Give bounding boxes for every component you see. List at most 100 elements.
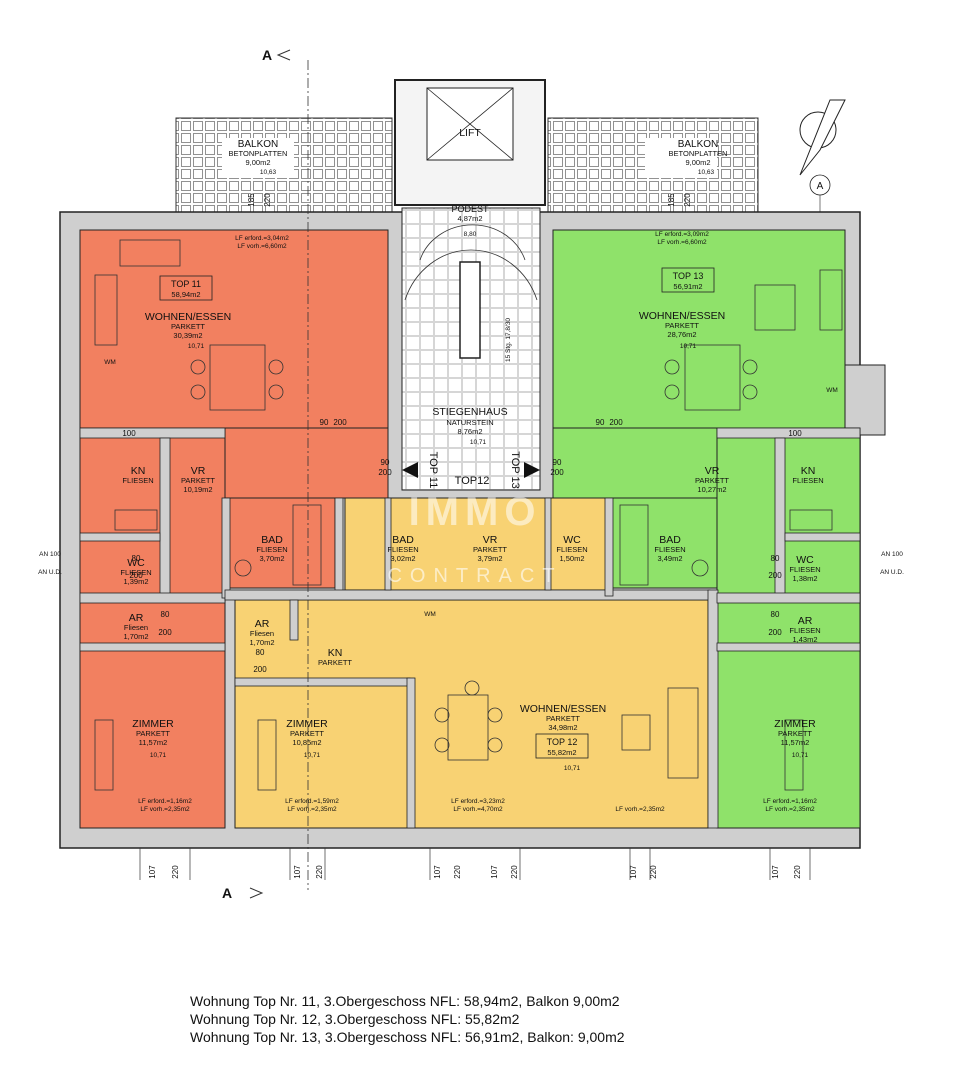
summary-line-top13: Wohnung Top Nr. 13, 3.Obergeschoss NFL: … xyxy=(190,1029,625,1045)
top11-room-area: 11,57m2 xyxy=(139,738,168,747)
dim-label: 90 xyxy=(553,458,562,467)
window-dimension-ticks xyxy=(139,848,811,880)
vent-note-right: AN 100 xyxy=(881,551,903,558)
top13-kitchen-name: KN xyxy=(801,465,816,477)
top12-kitchen-material: PARKETT xyxy=(318,658,352,667)
wm-note-top11: WM xyxy=(104,359,116,366)
top11-lf-room-have: LF vorh.=2,35m2 xyxy=(140,806,190,813)
vent-note-right2: AN U.D. xyxy=(880,569,904,576)
top12-tag-area: 55,82m2 xyxy=(547,748,576,757)
top12-storage-material: Fliesen xyxy=(250,629,274,638)
top11-room-level: 10,71 xyxy=(150,752,167,759)
top13-room-material: PARKETT xyxy=(778,729,812,738)
dim-label: 100 xyxy=(122,429,136,438)
entrance-label-top12: TOP12 xyxy=(455,475,490,487)
unit-top13-wing xyxy=(716,427,861,829)
top13-bath-area: 3,49m2 xyxy=(657,554,682,563)
landing-level: 8,80 xyxy=(464,231,477,238)
dim-label: 200 xyxy=(158,628,172,637)
top11-hall-area: 10,19m2 xyxy=(183,485,212,494)
top11-kitchen-material: FLIESEN xyxy=(122,476,153,485)
dim-label: 80 xyxy=(132,554,141,563)
top12-lf-room-have: LF vorh.=2,35m2 xyxy=(287,806,337,813)
dim-label: 107 xyxy=(490,865,499,879)
balcony-left-name: BALKON xyxy=(238,139,279,150)
unit-top11-living xyxy=(79,229,389,429)
dim-label: 200 xyxy=(768,571,782,580)
top11-storage-name: AR xyxy=(129,612,144,624)
top13-living-area: 28,76m2 xyxy=(667,330,696,339)
top11-wc-name: WC xyxy=(127,557,145,569)
lift-label: LIFT xyxy=(459,127,481,139)
top12-room-area: 10,85m2 xyxy=(292,738,321,747)
top11-living-area: 30,39m2 xyxy=(173,331,202,340)
top13-room-area: 11,57m2 xyxy=(781,738,810,747)
top11-room-name: ZIMMER xyxy=(132,718,174,730)
dim-label: 220 xyxy=(510,865,519,879)
section-marker-bottom: A xyxy=(222,885,232,901)
top13-kitchen-material: FLIESEN xyxy=(792,476,823,485)
landing-area: 4,87m2 xyxy=(457,214,482,223)
top11-room-material: PARKETT xyxy=(136,729,170,738)
top12-kitchen-name: KN xyxy=(328,647,343,659)
watermark-line1: IMMO xyxy=(409,490,542,534)
top13-storage-name: AR xyxy=(798,615,813,627)
entrance-label-top11: TOP 11 xyxy=(427,452,439,489)
door-dimensions: 90 200 90 200 90 200 90 200 80 200 80 20… xyxy=(122,418,802,674)
top12-room-level: 10,71 xyxy=(304,752,321,759)
top12-hall-material: PARKETT xyxy=(473,545,507,554)
top11-lf-living-have: LF vorh.=6,60m2 xyxy=(237,243,287,250)
top13-wc-area: 1,38m2 xyxy=(792,574,817,583)
balcony-right-level: 10,63 xyxy=(698,169,715,176)
top13-bath-name: BAD xyxy=(659,534,681,546)
top13-hall-material: PARKETT xyxy=(695,476,729,485)
dim-label: 220 xyxy=(683,193,692,207)
top13-living-name: WOHNEN/ESSEN xyxy=(639,310,725,322)
dim-label: 220 xyxy=(453,865,462,879)
dim-label: 220 xyxy=(649,865,658,879)
top11-storage-material: Fliesen xyxy=(124,623,148,632)
top12-bath-name: BAD xyxy=(392,534,414,546)
dim-label: 200 xyxy=(129,571,143,580)
top11-living-name: WOHNEN/ESSEN xyxy=(145,311,231,323)
balcony-right-name: BALKON xyxy=(678,139,719,150)
dim-label: 90 xyxy=(596,418,605,427)
top12-storage-name: AR xyxy=(255,618,270,630)
top13-living-level: 10,71 xyxy=(680,343,697,350)
top11-bath-name: BAD xyxy=(261,534,283,546)
top11-kitchen-name: KN xyxy=(131,465,146,477)
dim-label: 185 xyxy=(667,193,676,207)
top12-bath-area: 3,02m2 xyxy=(390,554,415,563)
dim-label: 185 xyxy=(247,193,256,207)
balcony-left-area: 9,00m2 xyxy=(245,158,270,167)
dim-label: 220 xyxy=(793,865,802,879)
top12-living-area: 34,98m2 xyxy=(548,723,577,732)
top13-lf-living-have: LF vorh.=6,60m2 xyxy=(657,239,707,246)
summary-line-top11: Wohnung Top Nr. 11, 3.Obergeschoss NFL: … xyxy=(190,993,620,1009)
stairwell-area: 8,76m2 xyxy=(457,427,482,436)
summary-line-top12: Wohnung Top Nr. 12, 3.Obergeschoss NFL: … xyxy=(190,1011,520,1027)
top11-tag-name: TOP 11 xyxy=(171,279,201,289)
top13-lf-living-req: LF erford.=3,09m2 xyxy=(655,231,709,238)
top12-storage-area: 1,70m2 xyxy=(249,638,274,647)
stairwell-name: STIEGENHAUS xyxy=(432,406,507,418)
window-dimensions: 107 220 107 220 107 220 107 220 107 220 … xyxy=(148,193,802,879)
dim-label: 80 xyxy=(771,554,780,563)
top11-wc-material: FLIESEN xyxy=(120,568,151,577)
dim-label: 200 xyxy=(253,665,267,674)
top11-bath-area: 3,70m2 xyxy=(259,554,284,563)
dim-label: 90 xyxy=(381,458,390,467)
vent-note-left: AN 100 xyxy=(39,551,61,558)
top13-storage-area: 1,43m2 xyxy=(792,635,817,644)
wm-note-top12: WM xyxy=(424,611,436,618)
dim-label: 107 xyxy=(433,865,442,879)
top11-lf-room-req: LF erford.=1,16m2 xyxy=(138,798,192,805)
landing-name: PODEST xyxy=(451,204,489,214)
unit-top11-wing xyxy=(79,427,226,829)
top12-bath-material: FLIESEN xyxy=(387,545,418,554)
balcony-right-area: 9,00m2 xyxy=(685,158,710,167)
dim-label: 220 xyxy=(315,865,324,879)
top11-bath-material: FLIESEN xyxy=(256,545,287,554)
top13-storage-material: FLIESEN xyxy=(789,626,820,635)
balcony-right-material: BETONPLATTEN xyxy=(669,149,728,158)
